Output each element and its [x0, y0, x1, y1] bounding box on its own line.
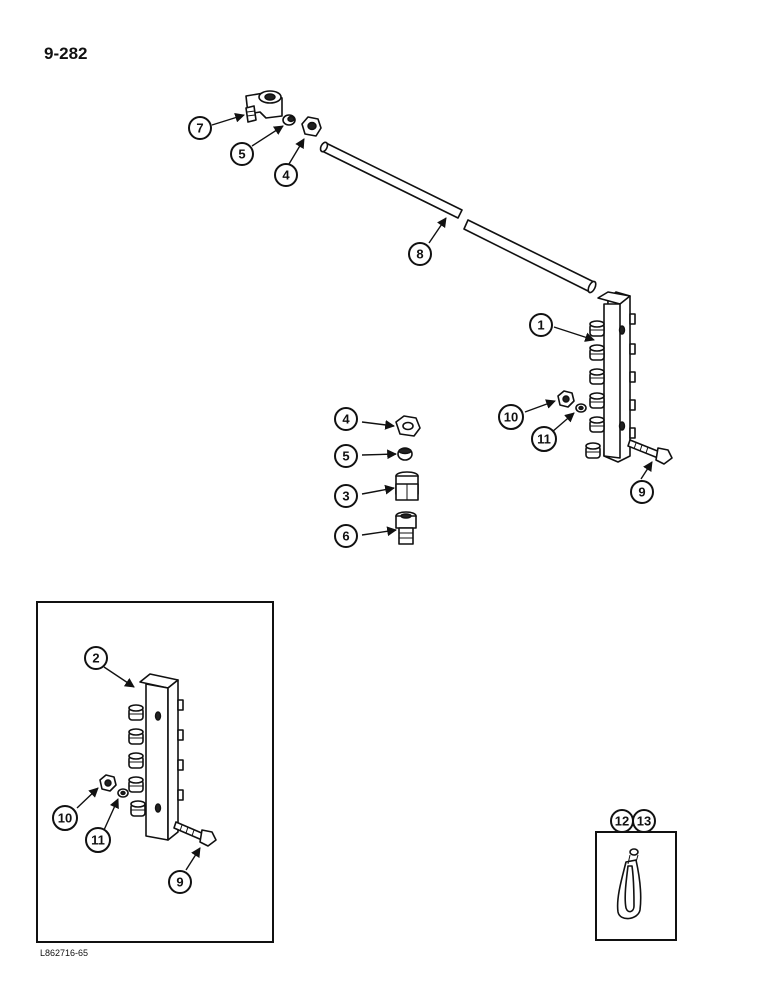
svg-text:11: 11: [537, 432, 551, 447]
svg-text:8: 8: [416, 247, 423, 262]
svg-text:3: 3: [342, 489, 349, 504]
callout-5-stack: 5: [334, 444, 358, 468]
svg-text:7: 7: [196, 121, 203, 136]
elbow-fitting: [245, 90, 283, 123]
svg-text:5: 5: [342, 449, 349, 464]
adapter-stack: [395, 511, 417, 545]
sleeve-stack: [397, 447, 413, 461]
callout-4-top: 4: [274, 163, 298, 187]
bolt-main: [627, 439, 673, 465]
callout-7: 7: [188, 116, 212, 140]
callout-10-inset: 10: [52, 805, 78, 831]
figure-code: L862716-65: [40, 948, 89, 958]
nut-main: [557, 390, 575, 408]
lockwasher-inset: [117, 788, 129, 798]
connector-stack: [395, 471, 419, 501]
callout-5-top: 5: [230, 142, 254, 166]
callout-9-inset: 9: [168, 870, 192, 894]
distribution-block-main: [585, 291, 636, 463]
callout-10-main: 10: [498, 404, 524, 430]
callout-9-main: 9: [630, 480, 654, 504]
svg-text:1: 1: [537, 318, 544, 333]
nut-stack: [395, 415, 421, 437]
callout-11-main: 11: [531, 426, 557, 452]
clip-frame: [595, 831, 677, 941]
svg-text:10: 10: [58, 811, 72, 826]
svg-text:2: 2: [92, 651, 99, 666]
callout-8: 8: [408, 242, 432, 266]
nut-inset: [99, 774, 117, 792]
svg-text:5: 5: [238, 147, 245, 162]
callout-6: 6: [334, 524, 358, 548]
callout-11-inset: 11: [85, 827, 111, 853]
svg-text:4: 4: [342, 412, 350, 427]
callout-4-stack: 4: [334, 407, 358, 431]
svg-text:13: 13: [637, 814, 651, 829]
svg-text:9: 9: [176, 875, 183, 890]
svg-text:10: 10: [504, 410, 518, 425]
svg-text:12: 12: [615, 814, 629, 829]
callout-1: 1: [529, 313, 553, 337]
leader-lines: [76, 112, 653, 871]
svg-text:9: 9: [638, 485, 645, 500]
callout-13: 13: [632, 809, 656, 833]
svg-text:6: 6: [342, 529, 349, 544]
callout-12: 12: [610, 809, 634, 833]
page-number: 9-282: [44, 44, 88, 63]
lockwasher-main: [575, 403, 587, 413]
sleeve-top: [282, 114, 296, 126]
svg-text:4: 4: [282, 168, 290, 183]
nut-top: [301, 116, 322, 137]
callout-3: 3: [334, 484, 358, 508]
inset-frame: [36, 601, 274, 943]
tube: [319, 141, 597, 294]
hose-clip: [616, 848, 642, 920]
distribution-block-inset: [128, 673, 184, 841]
callout-2: 2: [84, 646, 108, 670]
svg-text:11: 11: [91, 833, 105, 848]
bolt-inset: [173, 821, 217, 847]
